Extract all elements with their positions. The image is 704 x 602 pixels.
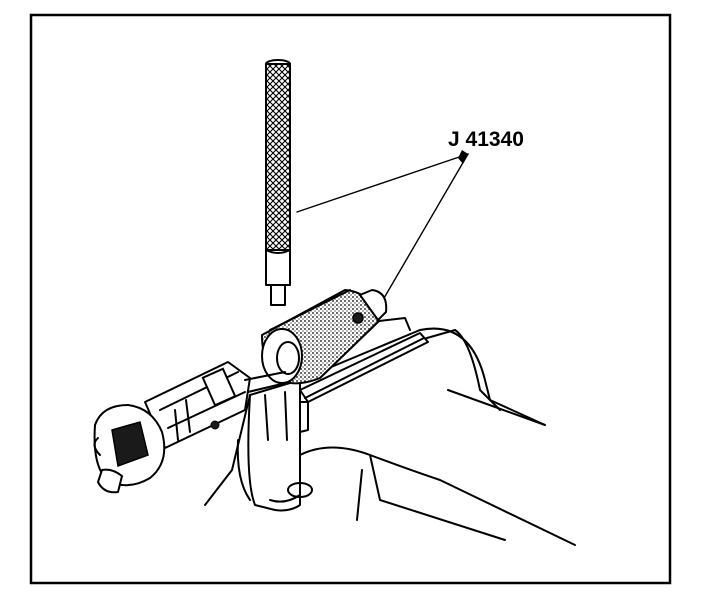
callout-label: J 41340 [448, 128, 524, 151]
adapter-cylinder [261, 289, 388, 385]
vise-body [299, 327, 576, 546]
vise-column [204, 379, 313, 512]
driver-pin [265, 59, 291, 306]
vise-jaw [291, 332, 429, 433]
leader-lines [296, 150, 469, 306]
alignment-rod [244, 371, 291, 393]
key-bezel [93, 404, 166, 494]
figure-border [29, 13, 672, 585]
